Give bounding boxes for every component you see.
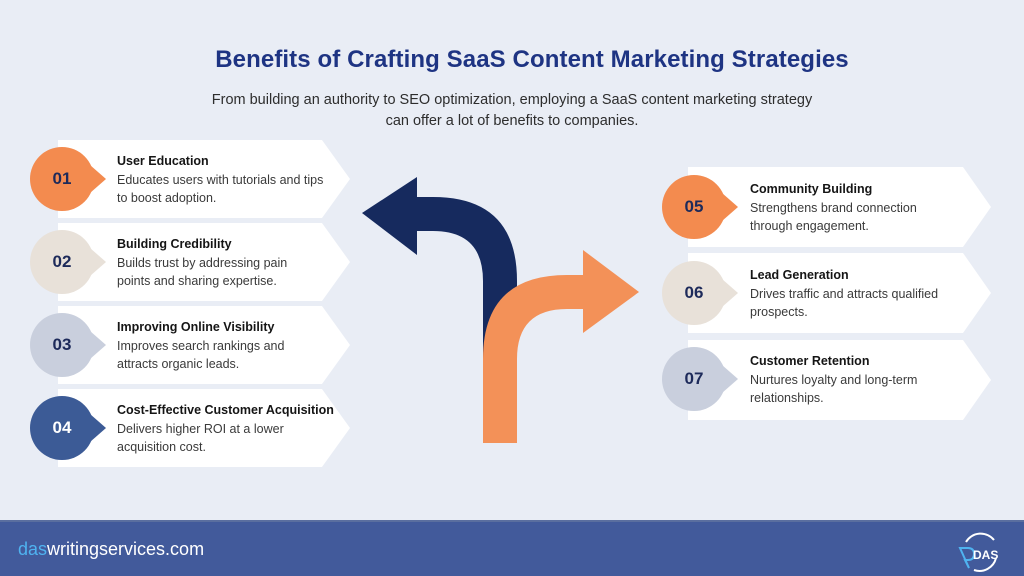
- page-subtitle: From building an authority to SEO optimi…: [0, 90, 1024, 132]
- website-link[interactable]: daswritingservices.com: [18, 539, 204, 560]
- card-background: [58, 306, 350, 384]
- number-badge: 02: [30, 230, 94, 294]
- card-background: [688, 340, 991, 420]
- svg-text:DAS: DAS: [973, 548, 998, 562]
- das-logo-icon: DAS: [958, 532, 998, 572]
- card-background: [688, 167, 991, 247]
- number-badge: 06: [662, 261, 726, 325]
- number-badge: 05: [662, 175, 726, 239]
- card-background: [58, 223, 350, 301]
- number-badge: 04: [30, 396, 94, 460]
- card-background: [58, 140, 350, 218]
- card-title: Community Building: [750, 182, 873, 196]
- subtitle-line-2: can offer a lot of benefits to companies…: [385, 113, 639, 129]
- website-rest: writingservices.com: [47, 539, 205, 559]
- card-background: [58, 389, 350, 467]
- footer-bar: daswritingservices.com DAS: [0, 520, 1024, 576]
- number-badge: 01: [30, 147, 94, 211]
- page-title: Benefits of Crafting SaaS Content Market…: [215, 46, 849, 73]
- subtitle-line-1: From building an authority to SEO optimi…: [211, 92, 813, 108]
- card-title: Cost-Effective Customer Acquisition: [117, 403, 334, 417]
- website-accent: das: [18, 539, 48, 559]
- card-title: Building Credibility: [117, 237, 232, 251]
- card-background: [688, 253, 991, 333]
- card-title: User Education: [117, 154, 209, 168]
- number-badge: 07: [662, 347, 726, 411]
- left-arrow-icon: [362, 177, 517, 395]
- card-title: Customer Retention: [750, 354, 870, 368]
- number-badge: 03: [30, 313, 94, 377]
- right-arrow-icon: [483, 250, 639, 443]
- card-title: Lead Generation: [750, 268, 849, 282]
- card-title: Improving Online Visibility: [117, 320, 275, 334]
- split-arrows-icon: [362, 177, 639, 443]
